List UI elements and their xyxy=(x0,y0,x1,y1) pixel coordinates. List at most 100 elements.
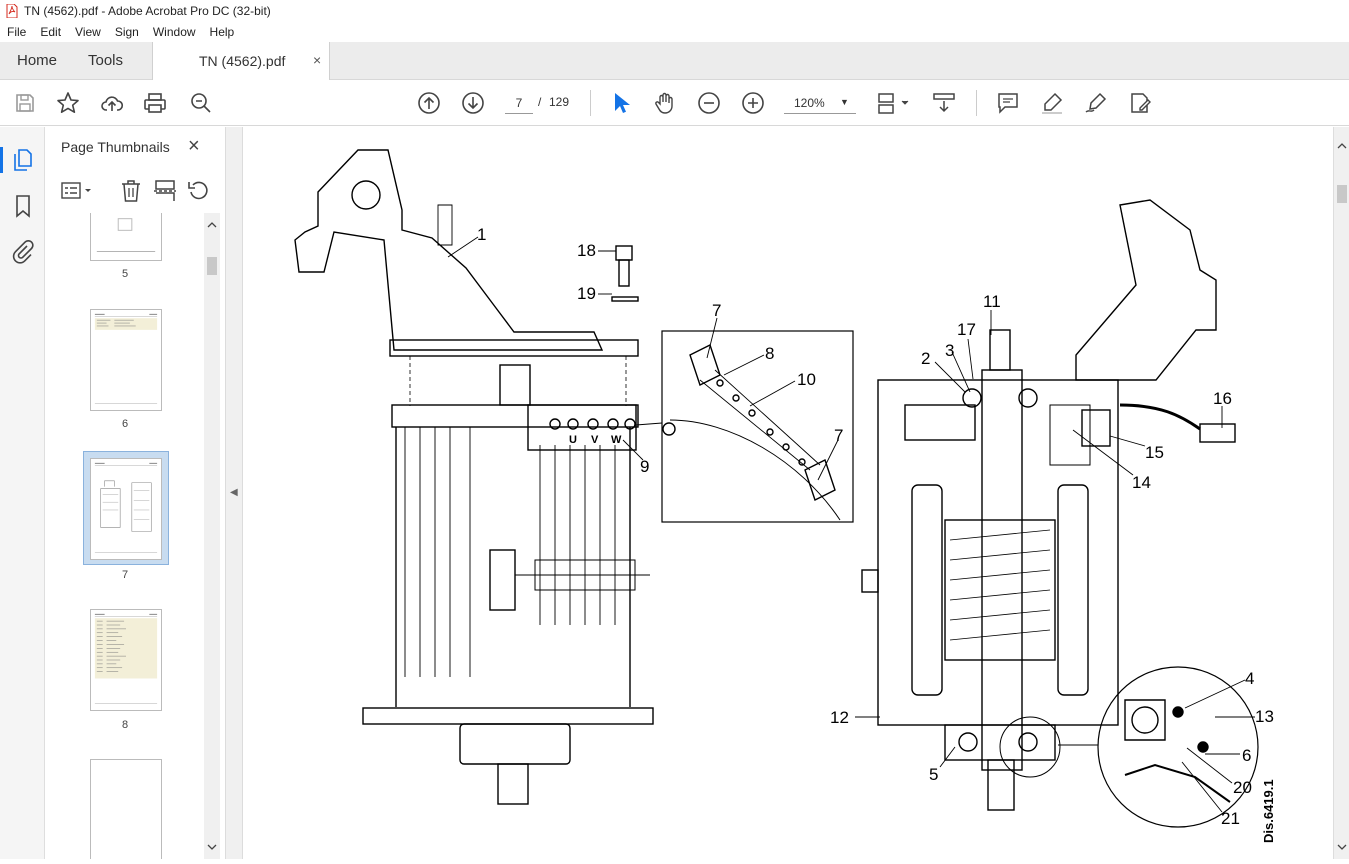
sensor-housing xyxy=(1081,409,1111,447)
panel-collapse-handle[interactable]: ◀ xyxy=(226,127,243,859)
thumbnail-number: 7 xyxy=(121,569,129,581)
callout-11: 11 xyxy=(983,292,1001,311)
callout-10: 10 xyxy=(797,370,816,389)
detail-circle-view xyxy=(1097,666,1259,828)
active-indicator xyxy=(0,147,3,173)
callout-4: 4 xyxy=(1245,669,1254,688)
thumbnail-number: 6 xyxy=(121,418,129,430)
rotate-page-icon[interactable] xyxy=(186,179,212,203)
thumbnail-number: 8 xyxy=(121,719,129,731)
menu-view[interactable]: View xyxy=(75,25,101,39)
close-tab-icon[interactable]: × xyxy=(313,52,322,68)
document-view[interactable]: 1 18 19 7 8 10 7 9 11 17 2 3 16 15 14 12… xyxy=(243,127,1333,859)
menu-edit[interactable]: Edit xyxy=(40,25,62,39)
motor-connector xyxy=(489,549,516,611)
menu-file[interactable]: File xyxy=(7,25,27,39)
thumbnail-page[interactable] xyxy=(90,309,162,411)
callout-1: 1 xyxy=(477,225,486,244)
bearing-top-left xyxy=(962,388,982,408)
sensor-plug xyxy=(1199,423,1236,443)
detail-view-box xyxy=(661,330,854,523)
save-icon[interactable] xyxy=(13,91,37,115)
motor-shaft-neck xyxy=(499,364,531,406)
toolbar-divider xyxy=(976,90,977,116)
terminal-label-u: U xyxy=(569,434,577,446)
draw-sign-icon[interactable] xyxy=(1084,91,1108,115)
detail-circle-marker xyxy=(999,716,1061,778)
callout-18: 18 xyxy=(577,241,596,260)
toolbar-divider xyxy=(590,90,591,116)
search-zoom-icon[interactable] xyxy=(189,91,213,115)
menu-window[interactable]: Window xyxy=(152,25,196,39)
motor-body-outline xyxy=(395,427,631,707)
callout-13: 13 xyxy=(1255,707,1274,726)
scroll-mode-icon[interactable] xyxy=(932,91,956,115)
bracket-housing xyxy=(294,149,604,351)
callout-21: 21 xyxy=(1221,809,1240,828)
bracket-hole xyxy=(351,180,381,210)
thumbnail-page[interactable] xyxy=(90,759,162,859)
zoom-out-icon[interactable] xyxy=(697,91,721,115)
menu-bar: File Edit View Sign Window Help xyxy=(0,22,1349,42)
callout-15: 15 xyxy=(1145,443,1164,462)
callout-14: 14 xyxy=(1132,473,1151,492)
callout-17: 17 xyxy=(957,320,976,339)
scrollbar-thumb[interactable] xyxy=(1337,185,1347,203)
thumbnail-scrollbar[interactable] xyxy=(204,213,220,859)
acrobat-pdf-icon xyxy=(6,4,18,18)
upload-cloud-icon[interactable] xyxy=(100,91,124,115)
callout-19: 19 xyxy=(577,284,596,303)
zoom-in-icon[interactable] xyxy=(741,91,765,115)
bookmarks-icon[interactable] xyxy=(10,193,36,219)
collapse-arrow-icon: ◀ xyxy=(230,487,238,498)
fill-sign-icon[interactable] xyxy=(1128,91,1152,115)
attachments-icon[interactable] xyxy=(10,239,36,265)
zoom-level-value: 120% xyxy=(794,96,825,110)
callout-20: 20 xyxy=(1233,778,1252,797)
menu-sign[interactable]: Sign xyxy=(114,25,139,39)
drawing-code: Dis.6419.1 xyxy=(1261,779,1276,843)
callout-16: 16 xyxy=(1213,389,1232,408)
page-display-icon[interactable] xyxy=(876,91,910,115)
thumbnail-options-icon[interactable] xyxy=(60,179,94,203)
scrollbar-track xyxy=(207,222,217,850)
hand-pan-icon[interactable] xyxy=(653,91,677,115)
close-panel-icon[interactable]: × xyxy=(188,135,200,157)
select-cursor-icon[interactable] xyxy=(609,91,633,115)
menu-help[interactable]: Help xyxy=(209,25,235,39)
document-scrollbar[interactable] xyxy=(1333,127,1349,859)
section-bracket xyxy=(1075,199,1217,381)
page-number-input[interactable]: 7 xyxy=(505,92,533,114)
callout-7-bottom: 7 xyxy=(834,426,843,445)
shaft-bottom xyxy=(987,759,1015,811)
extract-page-icon[interactable] xyxy=(152,179,178,203)
callout-12: 12 xyxy=(830,708,849,727)
thumbnail-page-selected[interactable] xyxy=(90,458,162,560)
tab-home[interactable]: Home xyxy=(17,52,58,69)
chevron-down-icon: ▼ xyxy=(840,97,849,107)
highlight-pen-icon[interactable] xyxy=(1040,91,1064,115)
thumbnail-number: 5 xyxy=(121,268,129,280)
page-thumbnails-icon[interactable] xyxy=(10,147,36,173)
detail-screw-top xyxy=(689,344,721,386)
bookmark-star-icon[interactable] xyxy=(56,91,80,115)
print-icon[interactable] xyxy=(143,91,167,115)
thumbnail-list: 5 6 7 8 xyxy=(46,213,204,859)
panel-toolbar xyxy=(46,175,226,213)
callout-2: 2 xyxy=(921,349,930,368)
comment-icon[interactable] xyxy=(996,91,1020,115)
bearing-housing-left xyxy=(904,404,976,441)
rotor-core xyxy=(944,519,1056,661)
previous-page-icon[interactable] xyxy=(417,91,441,115)
washer xyxy=(611,296,639,302)
terminal-label-w: W xyxy=(611,434,622,446)
tab-document[interactable]: TN (4562).pdf × xyxy=(152,42,330,81)
cooling-fins xyxy=(404,427,616,677)
thumbnail-page[interactable] xyxy=(90,213,162,261)
tab-tools[interactable]: Tools xyxy=(88,52,124,69)
callout-5: 5 xyxy=(929,765,938,784)
delete-page-icon[interactable] xyxy=(118,179,144,203)
thumbnail-page[interactable] xyxy=(90,609,162,711)
zoom-level-dropdown[interactable]: 120% ▼ xyxy=(784,92,856,114)
next-page-icon[interactable] xyxy=(461,91,485,115)
